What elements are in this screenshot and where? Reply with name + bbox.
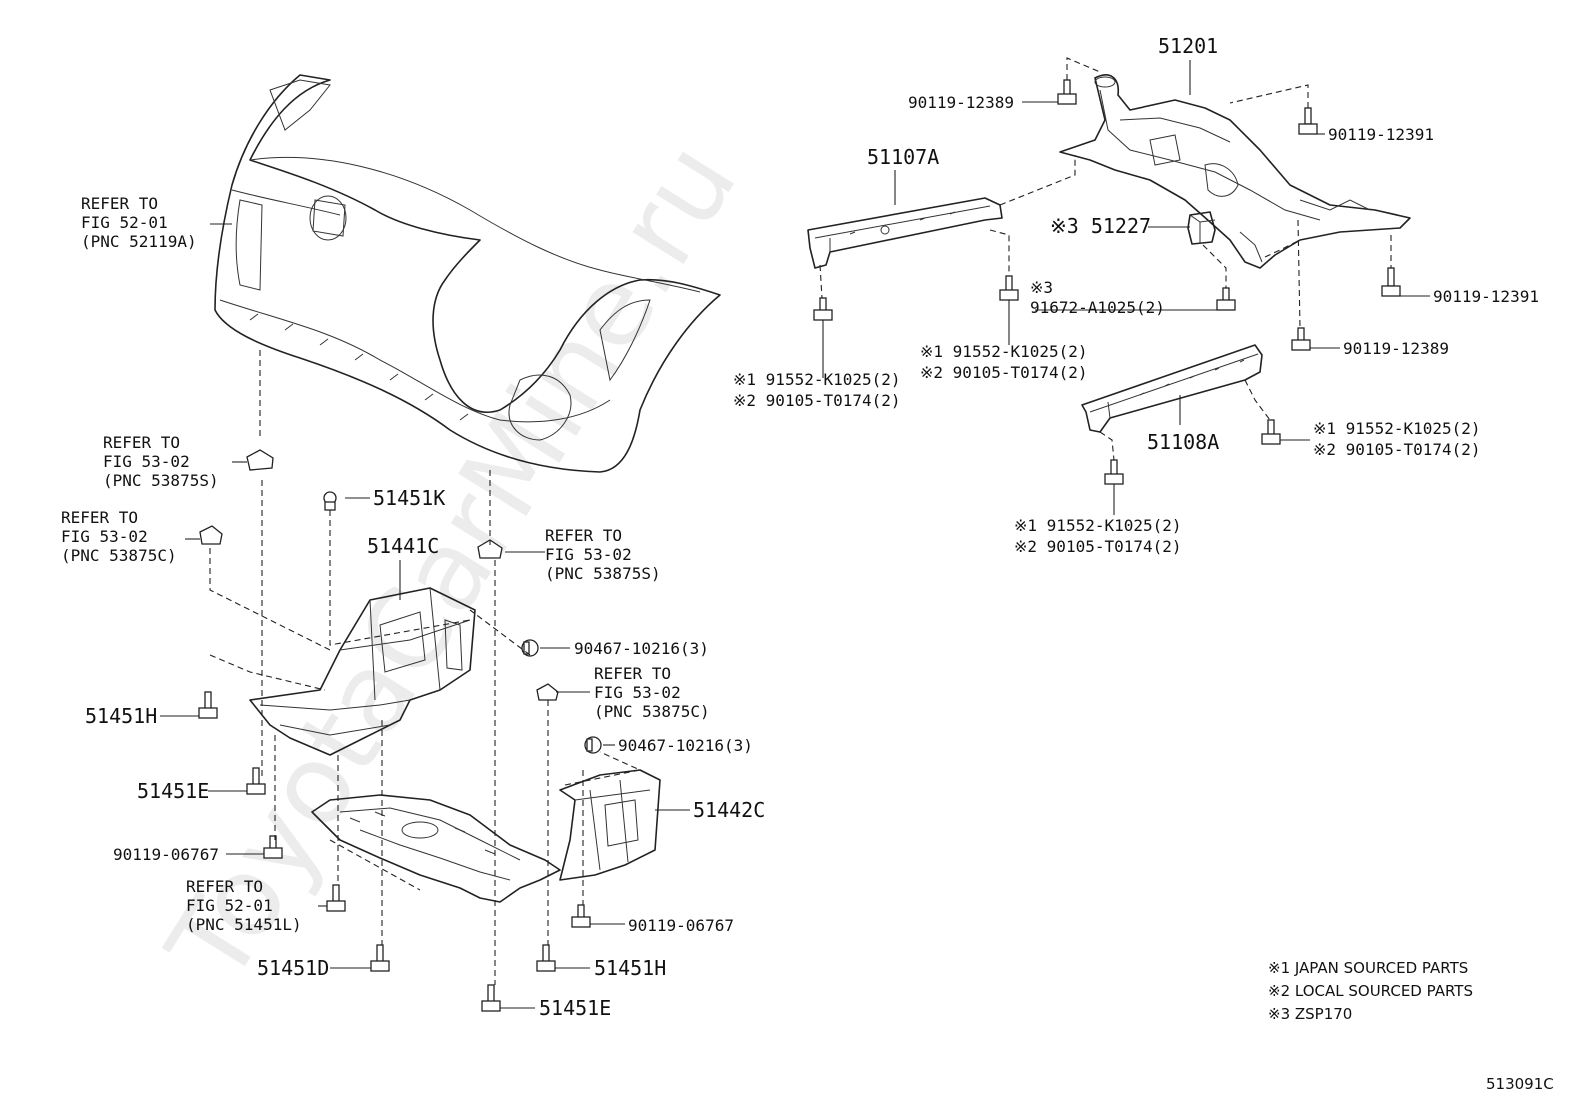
label-51451E-left: 51451E — [137, 779, 209, 803]
label-51107A: 51107A — [867, 145, 939, 169]
bolt — [246, 767, 266, 795]
brace-51107A — [807, 197, 1003, 269]
label-refer-retainer-d-1: REFER TO — [594, 664, 671, 683]
label-refer-retainer-c-3: (PNC 53875S) — [545, 564, 661, 583]
bolt — [1298, 107, 1318, 135]
label-stack-d-2: ※2 90105-T0174(2) — [1014, 537, 1182, 556]
label-refer-retainer-a-2: FIG 53-02 — [103, 452, 190, 471]
bolt — [1291, 327, 1311, 351]
label-90119-12391-top: 90119-12391 — [1328, 125, 1434, 144]
front-bumper-cover — [214, 74, 721, 473]
bolt — [1261, 419, 1281, 445]
label-90119-12389-top: 90119-12389 — [908, 93, 1014, 112]
label-51451H-left: 51451H — [85, 704, 157, 728]
push-rivet — [521, 639, 539, 657]
label-refer-retainer-d-3: (PNC 53875C) — [594, 702, 710, 721]
label-stack-a-1: ※1 91552-K1025(2) — [733, 370, 901, 389]
label-refer-bumper-3: (PNC 52119A) — [81, 232, 197, 251]
label-90119-12389-right: 90119-12389 — [1343, 339, 1449, 358]
push-rivet — [323, 491, 337, 511]
brace-51108A — [1081, 344, 1263, 433]
diagram-code: 513091C — [1486, 1075, 1554, 1093]
label-90119-12391-right: 90119-12391 — [1433, 287, 1539, 306]
assembly-lines — [209, 57, 1392, 985]
bolt — [198, 691, 218, 719]
bolt — [1381, 267, 1401, 297]
label-refer-bumper-1: REFER TO — [81, 194, 158, 213]
fasteners — [198, 79, 1401, 1012]
label-51227: ※3 51227 — [1050, 214, 1151, 238]
label-refer-retainer-b-1: REFER TO — [61, 508, 138, 527]
push-rivet — [584, 736, 602, 754]
label-51451E-right: 51451E — [539, 996, 611, 1020]
label-stack-b-1: ※1 91552-K1025(2) — [920, 342, 1088, 361]
watermark: ToyotaCarMine.ru — [143, 121, 761, 1005]
lower-under-cover — [311, 794, 561, 903]
label-51442C: 51442C — [693, 798, 765, 822]
label-refer-screw-1: REFER TO — [186, 877, 263, 896]
bolt — [571, 904, 591, 928]
legend-item-1: ※1 JAPAN SOURCED PARTS — [1268, 959, 1468, 977]
label-stack-c-2: ※2 90105-T0174(2) — [1313, 440, 1481, 459]
bracket-51227 — [1187, 211, 1216, 245]
bolt — [1216, 287, 1236, 311]
bolt — [326, 884, 346, 912]
bolt — [536, 944, 556, 972]
label-refer-retainer-a-3: (PNC 53875S) — [103, 471, 219, 490]
label-refer-retainer-a-1: REFER TO — [103, 433, 180, 452]
label-stack-d-1: ※1 91552-K1025(2) — [1014, 516, 1182, 535]
label-refer-retainer-b-3: (PNC 53875C) — [61, 546, 177, 565]
leader-lines — [160, 60, 1430, 1009]
clip-retainer — [477, 539, 503, 559]
legend: ※1 JAPAN SOURCED PARTS ※2 LOCAL SOURCED … — [1268, 959, 1473, 1023]
label-51201: 51201 — [1158, 34, 1218, 58]
under-cover-51441C — [249, 587, 476, 756]
bolt — [263, 835, 283, 859]
crossmember-51201 — [1059, 74, 1411, 269]
label-51451D: 51451D — [257, 956, 329, 980]
clip-retainer — [536, 683, 559, 701]
label-refer-bumper-2: FIG 52-01 — [81, 213, 168, 232]
label-90467-10216-b: 90467-10216(3) — [618, 736, 753, 755]
legend-item-2: ※2 LOCAL SOURCED PARTS — [1268, 982, 1473, 1000]
label-51441C: 51441C — [367, 534, 439, 558]
label-51108A: 51108A — [1147, 430, 1219, 454]
legend-item-3: ※3 ZSP170 — [1268, 1005, 1352, 1023]
clip-retainer — [199, 525, 223, 545]
bolt — [370, 944, 390, 972]
label-refer-retainer-d-2: FIG 53-02 — [594, 683, 681, 702]
label-91672-a-2: 91672-A1025(2) — [1030, 298, 1165, 317]
label-51451H-right: 51451H — [594, 956, 666, 980]
bolt — [1104, 459, 1124, 485]
label-stack-b-2: ※2 90105-T0174(2) — [920, 363, 1088, 382]
label-90467-10216-a: 90467-10216(3) — [574, 639, 709, 658]
label-refer-retainer-c-1: REFER TO — [545, 526, 622, 545]
bolt — [813, 297, 833, 321]
clip-retainer — [246, 449, 274, 471]
label-stack-a-2: ※2 90105-T0174(2) — [733, 391, 901, 410]
under-cover-51442C — [559, 769, 661, 881]
part-labels: REFER TO FIG 52-01 (PNC 52119A) REFER TO… — [61, 34, 1539, 1020]
label-refer-screw-3: (PNC 51451L) — [186, 915, 302, 934]
label-90119-06767-left: 90119-06767 — [113, 845, 219, 864]
label-91672-a-1: ※3 — [1030, 278, 1053, 297]
bolt — [999, 275, 1019, 301]
label-90119-06767-right: 90119-06767 — [628, 916, 734, 935]
label-refer-retainer-b-2: FIG 53-02 — [61, 527, 148, 546]
bolt — [481, 984, 501, 1012]
label-51451K: 51451K — [373, 486, 445, 510]
bolt — [1057, 79, 1077, 105]
label-stack-c-1: ※1 91552-K1025(2) — [1313, 419, 1481, 438]
label-refer-retainer-c-2: FIG 53-02 — [545, 545, 632, 564]
label-refer-screw-2: FIG 52-01 — [186, 896, 273, 915]
